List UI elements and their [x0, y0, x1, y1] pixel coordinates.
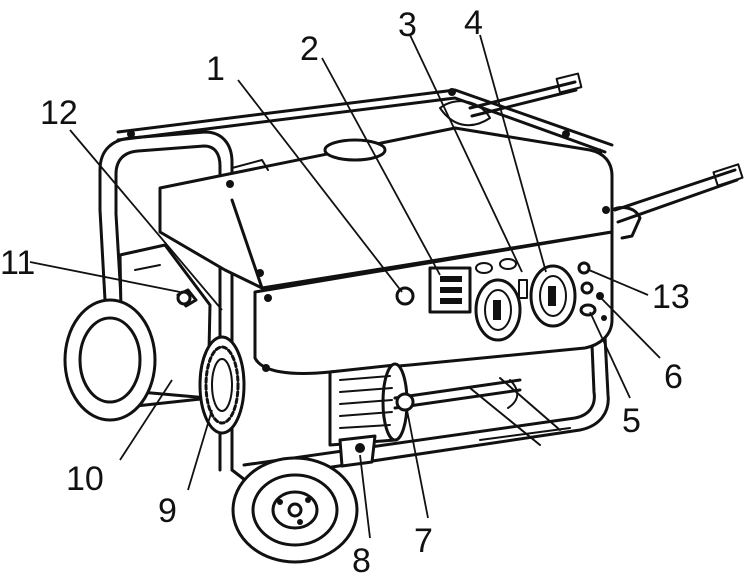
fuel-tank — [127, 88, 614, 290]
callout-line-7 — [406, 409, 429, 519]
callout-line-6 — [600, 297, 661, 359]
callout-6: 6 — [664, 358, 683, 396]
callout-1: 1 — [206, 50, 225, 88]
callout-12: 12 — [40, 94, 78, 132]
front-wheel — [231, 456, 359, 564]
voltmeter — [428, 266, 472, 314]
ground-terminal — [395, 286, 415, 306]
callout-9: 9 — [158, 492, 177, 530]
callout-line-10 — [119, 379, 173, 461]
callout-line-12 — [69, 129, 223, 311]
callout-line-8 — [359, 454, 371, 539]
callout-lines — [29, 34, 661, 539]
callout-8: 8 — [352, 542, 371, 576]
callout-10: 10 — [66, 460, 104, 498]
callout-line-13 — [588, 269, 649, 296]
callout-2: 2 — [300, 30, 319, 68]
callout-line-4 — [479, 34, 547, 273]
callout-line-5 — [589, 311, 631, 399]
callout-line-2 — [321, 57, 441, 276]
callout-3: 3 — [398, 6, 417, 44]
callout-line-3 — [409, 34, 523, 273]
callout-line-11 — [29, 261, 181, 293]
callout-line-1 — [237, 79, 403, 293]
choke-lever — [176, 290, 192, 306]
fuel-valve — [395, 392, 415, 412]
callout-line-9 — [187, 409, 213, 491]
callout-7: 7 — [414, 522, 433, 560]
callout-4: 4 — [464, 4, 483, 42]
callout-5: 5 — [622, 402, 641, 440]
callout-11: 11 — [0, 244, 35, 282]
callout-numbers: 1 2 3 4 5 6 7 8 9 10 11 12 13 — [0, 4, 690, 576]
callout-13: 13 — [652, 278, 690, 316]
control-panel — [253, 230, 614, 375]
rear-wheel — [63, 298, 157, 422]
ac-sockets — [474, 264, 577, 342]
